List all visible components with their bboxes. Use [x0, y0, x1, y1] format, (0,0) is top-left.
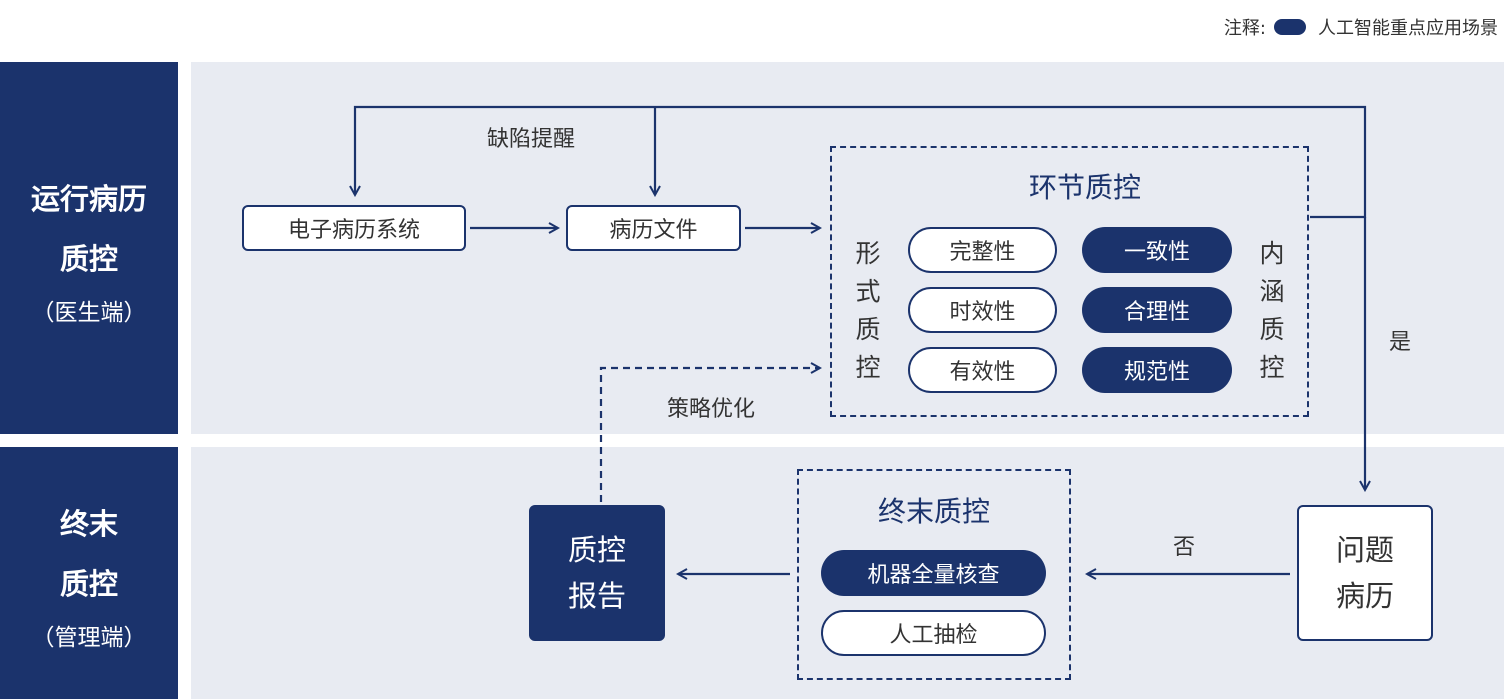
pill-validity: 有效性	[908, 347, 1057, 393]
lane-subtitle-final: （管理端）	[31, 625, 147, 651]
pill-standardization: 规范性	[1082, 347, 1232, 393]
form-qc-label: 形式质控	[855, 239, 881, 382]
lane-title-final: 终末 质控	[59, 507, 118, 601]
pill-consistency: 一致性	[1082, 227, 1232, 273]
label-no: 否	[1173, 535, 1196, 560]
pill-completeness: 完整性	[908, 227, 1057, 273]
final-qc-title: 终末质控	[877, 495, 990, 528]
label-strategy-optimization: 策略优化	[667, 397, 756, 422]
legend: 注释: 人工智能重点应用场景	[1224, 14, 1498, 40]
label-yes: 是	[1389, 330, 1412, 355]
label-defect-reminder: 缺陷提醒	[487, 127, 576, 152]
pill-timeliness: 时效性	[908, 287, 1057, 333]
legend-label: 注释:	[1223, 18, 1266, 39]
arrow-defect-to-emr	[355, 105, 1367, 219]
lane-title-running: 运行病历 质控	[30, 182, 147, 276]
pill-machine-full-check: 机器全量核查	[821, 550, 1046, 596]
node-record-file: 病历文件	[566, 205, 741, 251]
group-stage-qc	[830, 146, 1309, 417]
pill-manual-sampling: 人工抽检	[821, 610, 1046, 656]
stage-qc-title: 环节质控	[1028, 171, 1141, 204]
arrow-strategy-optimization	[599, 368, 820, 502]
legend-ai-swatch	[1274, 19, 1306, 35]
lane-header-final: 终末 质控 （管理端）	[0, 447, 178, 699]
group-final-qc	[797, 469, 1071, 680]
legend-item: 人工智能重点应用场景	[1318, 18, 1498, 39]
lane-header-running: 运行病历 质控 （医生端）	[0, 62, 178, 434]
content-qc-label: 内涵质控	[1259, 239, 1285, 382]
node-problem-record: 问题 病历	[1297, 505, 1433, 641]
pill-rationality: 合理性	[1082, 287, 1232, 333]
lane-subtitle-running: （医生端）	[31, 300, 147, 326]
node-emr-system: 电子病历系统	[242, 205, 466, 251]
node-qc-report: 质控 报告	[529, 505, 665, 641]
